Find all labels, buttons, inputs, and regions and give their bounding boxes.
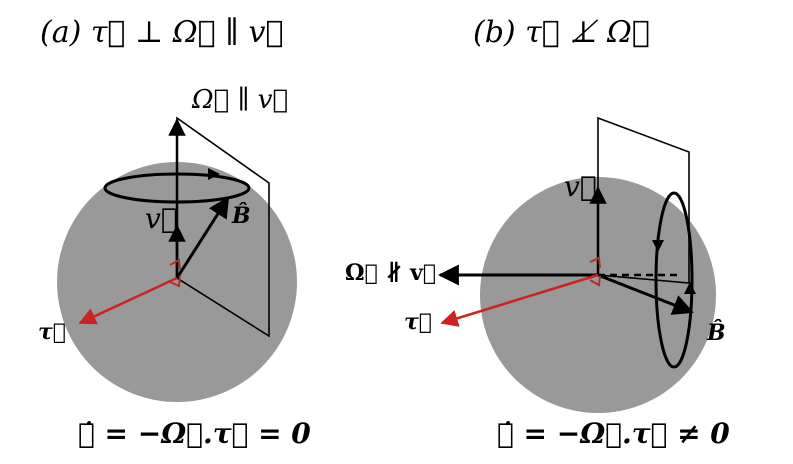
panel-a: (a) τ⃗ ⊥ Ω⃗ ∥ v⃗ Ω⃗ ∥ v⃗ v⃗ B̂ τ⃗ 𝓦̇ = −…	[38, 15, 311, 450]
panel-b-right-angle-marker	[589, 256, 601, 287]
panel-b-b-arrow	[597, 273, 694, 315]
panel-a-sphere	[57, 162, 297, 402]
panel-b-b-label: B̂	[706, 320, 726, 346]
panel-a-equation: 𝓦̇ = −Ω⃗.τ⃗ = 0	[78, 417, 311, 450]
panel-a-title: (a) τ⃗ ⊥ Ω⃗ ∥ v⃗	[40, 15, 283, 50]
panel-a-omega-label: Ω⃗ ∥ v⃗	[191, 85, 288, 115]
panel-a-right-angle-marker	[169, 258, 181, 288]
panel-b-omega-label: Ω⃗ ∦ v⃗	[345, 260, 436, 286]
panel-b: (b) τ⃗ ⊥̸ Ω⃗ v⃗ Ω⃗ ∦ v⃗ B̂ τ⃗ 𝓦̇ = −Ω⃗.τ…	[345, 15, 730, 450]
panel-a-v-label: v⃗	[145, 202, 178, 235]
panel-b-v-label: v⃗	[564, 170, 597, 203]
panel-a-tau-label: τ⃗	[38, 319, 66, 345]
panel-b-tau-arrow	[440, 273, 599, 327]
panel-a-tau-arrow	[78, 276, 178, 325]
panel-a-b-label: B̂	[231, 203, 251, 229]
panel-a-b-arrow	[175, 196, 230, 279]
panel-b-equation: 𝓦̇ = −Ω⃗.τ⃗ ≠ 0	[497, 417, 730, 450]
panel-b-title: (b) τ⃗ ⊥̸ Ω⃗	[473, 15, 650, 50]
panel-a-precession-ellipse	[103, 172, 251, 204]
panel-b-tau-label: τ⃗	[404, 309, 432, 335]
panel-b-precession-ellipse	[654, 191, 694, 369]
